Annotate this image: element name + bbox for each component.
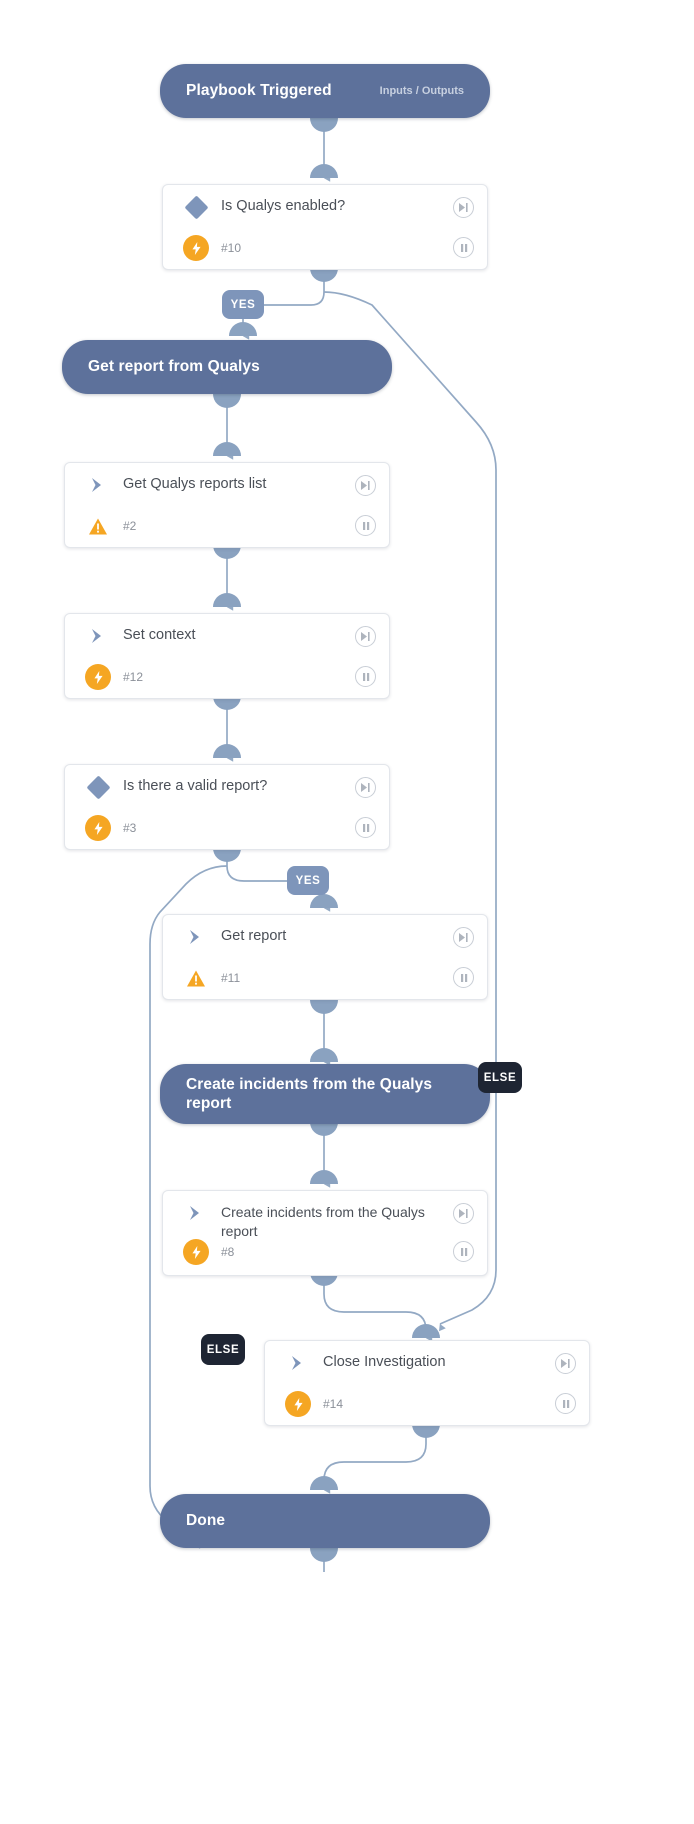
node-section-get-report-from-qualys[interactable]: Get report from Qualys <box>62 340 392 394</box>
node-number: #12 <box>123 670 144 684</box>
card-header-row: Close Investigation <box>265 1341 589 1383</box>
skip-icon[interactable] <box>355 777 376 798</box>
card-status-row: #14 <box>265 1383 589 1425</box>
branch-label-yes-valid-report: YES <box>287 866 329 895</box>
skip-icon[interactable] <box>555 1353 576 1374</box>
pause-icon[interactable] <box>453 967 474 988</box>
card-header-row: Is there a valid report? <box>65 765 389 807</box>
node-playbook-triggered[interactable]: Playbook Triggered Inputs / Outputs <box>160 64 490 118</box>
pause-icon[interactable] <box>453 237 474 258</box>
skip-icon[interactable] <box>355 475 376 496</box>
warning-icon <box>81 517 115 536</box>
node-number: #10 <box>221 241 242 255</box>
pause-icon[interactable] <box>355 666 376 687</box>
node-number: #14 <box>323 1397 344 1411</box>
node-get-qualys-reports-list[interactable]: Get Qualys reports list #2 <box>64 462 390 548</box>
card-header-row: Get Qualys reports list <box>65 463 389 505</box>
task-chevron-icon <box>81 626 115 646</box>
inputs-outputs-label[interactable]: Inputs / Outputs <box>379 85 464 97</box>
node-title: Create incidents from the Qualys report <box>186 1075 433 1112</box>
skip-icon[interactable] <box>453 927 474 948</box>
lightning-icon <box>179 235 213 261</box>
node-number: #2 <box>123 519 137 533</box>
task-chevron-icon <box>281 1353 315 1373</box>
task-chevron-icon <box>179 1203 213 1223</box>
branch-label-else-qualys: ELSE <box>478 1062 522 1093</box>
node-number: #11 <box>221 971 241 985</box>
node-title: Get report from Qualys <box>88 358 260 376</box>
node-set-context[interactable]: Set context #12 <box>64 613 390 699</box>
condition-diamond-icon <box>179 194 213 220</box>
skip-icon[interactable] <box>453 1203 474 1224</box>
node-title: Is Qualys enabled? <box>221 198 346 215</box>
branch-label-yes-qualys: YES <box>222 290 264 319</box>
node-create-incidents[interactable]: Create incidents from the Qualys report … <box>162 1190 488 1276</box>
pause-icon[interactable] <box>355 817 376 838</box>
card-status-row: #8 <box>163 1233 487 1271</box>
branch-label-else-valid-report: ELSE <box>201 1334 245 1365</box>
card-header-row: Get report <box>163 915 487 957</box>
node-number: #3 <box>123 821 137 835</box>
card-header-row: Is Qualys enabled? <box>163 185 487 227</box>
skip-icon[interactable] <box>453 197 474 218</box>
node-title: Get Qualys reports list <box>123 476 267 493</box>
pause-icon[interactable] <box>355 515 376 536</box>
card-status-row: #12 <box>65 656 389 698</box>
lightning-icon <box>179 1239 213 1265</box>
node-title: Close Investigation <box>323 1354 446 1371</box>
lightning-icon <box>281 1391 315 1417</box>
pause-icon[interactable] <box>555 1393 576 1414</box>
node-title: Done <box>186 1512 226 1530</box>
card-status-row: #10 <box>163 227 487 269</box>
node-done[interactable]: Done <box>160 1494 490 1548</box>
lightning-icon <box>81 664 115 690</box>
warning-icon <box>179 969 213 988</box>
lightning-icon <box>81 815 115 841</box>
node-title: Playbook Triggered <box>186 82 332 100</box>
node-get-report[interactable]: Get report #11 <box>162 914 488 1000</box>
node-is-qualys-enabled[interactable]: Is Qualys enabled? #10 <box>162 184 488 270</box>
node-section-create-incidents[interactable]: Create incidents from the Qualys report <box>160 1064 490 1124</box>
card-status-row: #11 <box>163 957 487 999</box>
pause-icon[interactable] <box>453 1241 474 1262</box>
condition-diamond-icon <box>81 774 115 800</box>
node-close-investigation[interactable]: Close Investigation #14 <box>264 1340 590 1426</box>
task-chevron-icon <box>179 927 213 947</box>
card-header-row: Create incidents from the Qualys report <box>163 1191 487 1239</box>
node-title: Is there a valid report? <box>123 778 268 795</box>
skip-icon[interactable] <box>355 626 376 647</box>
card-status-row: #2 <box>65 505 389 547</box>
node-is-there-a-valid-report[interactable]: Is there a valid report? #3 <box>64 764 390 850</box>
node-title: Get report <box>221 928 287 945</box>
card-header-row: Set context <box>65 614 389 656</box>
node-title: Create incidents from the Qualys report <box>221 1204 425 1239</box>
task-chevron-icon <box>81 475 115 495</box>
node-number: #8 <box>221 1245 235 1259</box>
card-status-row: #3 <box>65 807 389 849</box>
node-title: Set context <box>123 627 196 644</box>
